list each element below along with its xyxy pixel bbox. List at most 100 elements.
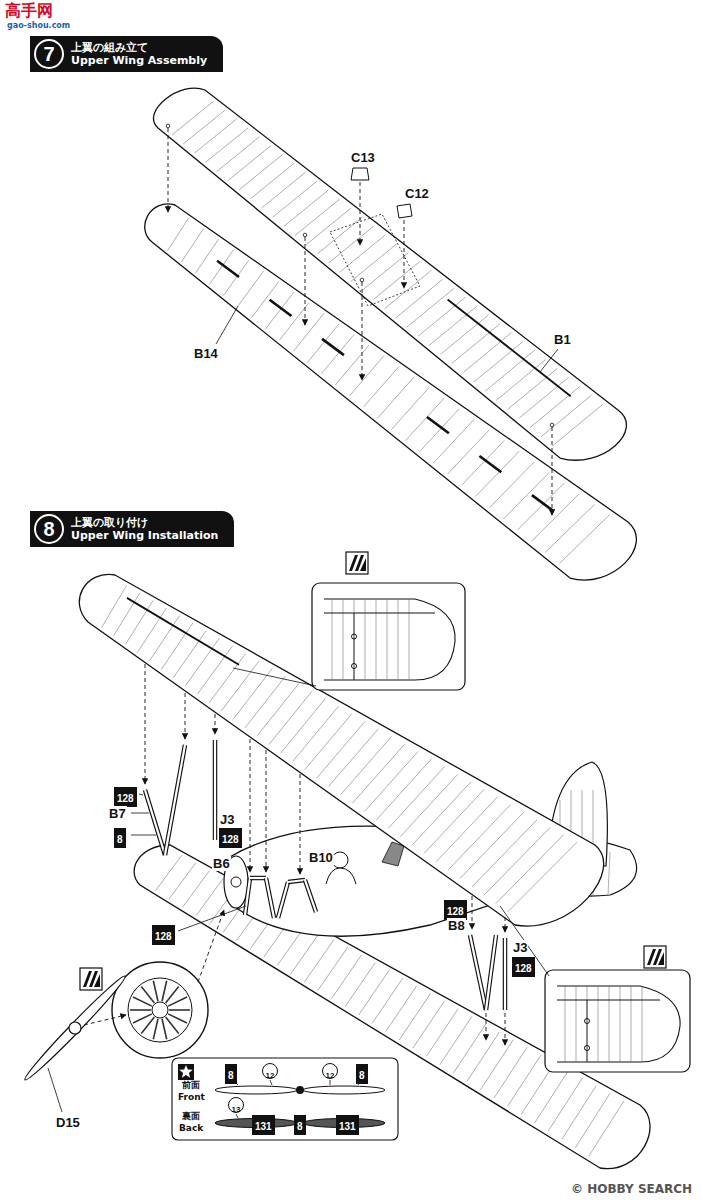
- wing-rib: [284, 190, 328, 226]
- engine-hub: [152, 1002, 168, 1018]
- color-callout: 8: [294, 1115, 306, 1135]
- leader-line: [236, 1114, 238, 1118]
- step-number: 7: [34, 39, 64, 69]
- aileron-line: [127, 598, 239, 665]
- paint-icon: [80, 968, 102, 990]
- wing-rib: [197, 646, 232, 695]
- wing-rib: [463, 333, 512, 373]
- rib-detail: [398, 599, 399, 680]
- wing-rib: [365, 752, 419, 812]
- wing-slot: [427, 417, 449, 433]
- cylinder: [133, 1014, 152, 1023]
- paint-icon-corner: [94, 974, 100, 987]
- step-title: 上翼の組み立てUpper Wing Assembly: [71, 41, 207, 67]
- wing-tip-detail: [557, 986, 680, 1062]
- spar-detail: [324, 613, 435, 614]
- guide-arrow: [552, 427, 553, 515]
- wing-rib: [167, 218, 188, 251]
- wing-rib: [530, 386, 580, 428]
- wing-rib: [329, 226, 374, 263]
- rib-detail: [576, 986, 577, 1062]
- step-title-ja: 上翼の取り付け: [71, 516, 218, 529]
- step-title-ja: 上翼の組み立て: [71, 41, 207, 54]
- strut-outline: [470, 935, 486, 1010]
- wing-rib: [418, 297, 466, 336]
- wing-rib: [329, 729, 379, 787]
- leader-line: [233, 668, 316, 686]
- rib-detail: [609, 986, 610, 1062]
- stabilizer-rib: [608, 852, 610, 895]
- rib-detail: [598, 986, 599, 1062]
- cylinder: [153, 981, 158, 1001]
- guide-arrow: [305, 237, 306, 325]
- side-label: 裏面: [181, 1111, 201, 1122]
- wing-rib: [440, 1017, 472, 1065]
- wing-rib: [209, 653, 246, 702]
- wing-rib: [114, 593, 140, 636]
- wing-rib: [340, 235, 386, 272]
- wing-rib: [317, 217, 362, 254]
- rib-detail: [332, 599, 333, 680]
- rigging-wire: [587, 1000, 588, 1062]
- side-label: Back: [178, 1123, 204, 1134]
- wing-rib: [351, 244, 397, 282]
- wing-rib: [453, 1024, 485, 1073]
- wing-rib: [407, 288, 454, 327]
- detail-inset: [312, 583, 465, 690]
- color-callout: 8: [356, 1064, 368, 1084]
- wing-rib: [257, 684, 299, 737]
- part-label: D15: [55, 1115, 81, 1130]
- wing-rib: [560, 515, 610, 564]
- cylinder: [168, 997, 187, 1006]
- color-number: 131: [255, 1121, 272, 1132]
- wing-rib: [149, 616, 179, 661]
- color-callout: 128: [219, 828, 242, 848]
- leader-line: [330, 1080, 331, 1085]
- wing-rib: [223, 260, 248, 295]
- detail-inset: [545, 970, 690, 1072]
- wing-slot: [532, 495, 554, 511]
- guide-arrow: [472, 896, 473, 929]
- wing-rib: [429, 306, 477, 345]
- wing-rib: [169, 863, 196, 899]
- wing-rib: [359, 970, 390, 1015]
- guide-arrow: [266, 750, 267, 872]
- wing-rib: [137, 608, 166, 653]
- propeller-hub: [69, 1022, 81, 1034]
- paint-icon: [644, 946, 666, 968]
- wing-rib: [391, 388, 429, 430]
- leader-line: [131, 813, 149, 814]
- wing-rib: [281, 699, 326, 753]
- wing-rib: [321, 335, 354, 374]
- step-title: 上翼の取り付けUpper Wing Installation: [71, 516, 218, 542]
- wing-rib: [476, 451, 520, 496]
- propeller: [21, 973, 128, 1084]
- wing-rib: [436, 797, 497, 862]
- wing-rib: [462, 441, 505, 486]
- wing-rib: [293, 706, 339, 761]
- circled-number: 12: [262, 1063, 278, 1079]
- engine-shaft: [231, 877, 241, 887]
- rib-detail: [376, 599, 377, 680]
- strut-fill: [278, 882, 288, 918]
- wing-rib: [535, 1070, 569, 1123]
- color-callout: 131: [252, 1115, 275, 1135]
- cylinder: [130, 1009, 151, 1011]
- wing-rib: [484, 827, 551, 895]
- watermark: © HOBBY SEARCH: [570, 1182, 693, 1196]
- wing-rib: [508, 1055, 541, 1106]
- color-callout: 128: [152, 925, 175, 945]
- side-label: Front: [177, 1092, 206, 1103]
- strut-outline: [503, 938, 508, 1010]
- guide-arrow: [404, 220, 405, 288]
- wing-rib: [332, 955, 362, 999]
- strut-fill: [288, 880, 305, 882]
- guide-arrow: [505, 1013, 506, 1045]
- wing-rib: [228, 146, 271, 181]
- locating-hole: [166, 124, 170, 128]
- cylinder: [168, 1014, 187, 1023]
- wing-rib: [474, 342, 523, 382]
- strut-outline: [288, 880, 305, 882]
- wing-rib: [496, 835, 564, 904]
